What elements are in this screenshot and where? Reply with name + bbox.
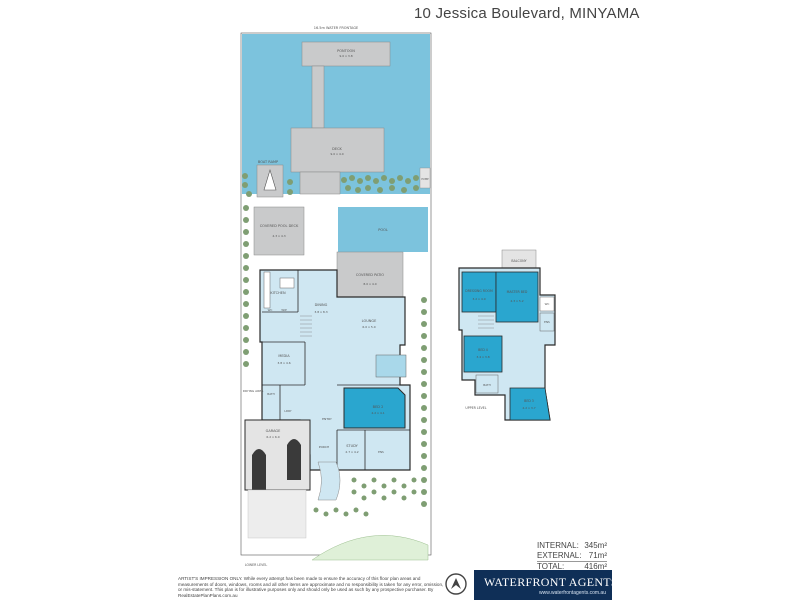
entry-label: ENTRY — [322, 417, 332, 421]
deck-label: DECK — [332, 147, 342, 151]
area-summary: INTERNAL: 345m² EXTERNAL: 71m² TOTAL: 41… — [537, 541, 607, 572]
drying-area-label: DRYING AREA — [243, 389, 264, 393]
dressing-room-label: DRESSING ROOM — [465, 289, 493, 293]
garden-trees — [243, 205, 427, 517]
covered-pool-deck — [253, 206, 305, 256]
bed-2-room — [343, 387, 406, 429]
pontoon-label: PONTOON — [337, 49, 355, 53]
bed-3-room — [509, 387, 551, 421]
driveway — [247, 489, 307, 539]
garage-label: GARAGE — [266, 429, 281, 433]
media-label: MEDIA — [278, 354, 290, 358]
porch-label: PORCH — [319, 445, 329, 449]
pool-label: POOL — [378, 228, 388, 232]
dining-dims: 3.8 x 8.3 — [314, 310, 327, 314]
north-arrow-icon — [445, 573, 467, 595]
upper-stairs — [478, 315, 494, 329]
covered-patio-label: COVERED PATIO — [356, 273, 384, 277]
dressing-room-dims: 3.2 x 4.9 — [472, 297, 485, 301]
boat-icon — [263, 168, 277, 191]
laundry-label: LDRY — [284, 409, 291, 413]
ens-upper — [539, 312, 555, 332]
deck-dims: 9.0 x 4.0 — [330, 152, 343, 156]
total-area-value: 416m² — [584, 562, 607, 571]
external-area-value: 71m² — [588, 551, 607, 560]
kitchen-bench — [263, 271, 271, 309]
car-icon — [252, 449, 266, 490]
bed-4-label: BED 4 — [478, 348, 488, 352]
master-bed-room — [495, 271, 539, 323]
kitchen-island — [279, 277, 295, 289]
pontoon — [301, 41, 391, 67]
agency-url: www.waterfrontagents.com.au — [539, 590, 606, 596]
media-dims: 3.8 x 4.6 — [277, 361, 290, 365]
courtyard-pond — [375, 354, 407, 378]
ens-lower-label: ENS — [378, 450, 384, 454]
covered-pool-deck-dims: 4.3 x 4.3 — [272, 234, 285, 238]
external-area-label: EXTERNAL: — [537, 551, 582, 560]
deck — [290, 127, 385, 173]
master-bed-dims: 4.3 x 5.2 — [510, 299, 523, 303]
balcony-label: BALCONY — [511, 259, 526, 263]
deck-steps — [299, 171, 341, 195]
bath-upper — [475, 374, 499, 394]
interior-walls — [262, 270, 410, 470]
dining-label: DINING — [315, 303, 328, 307]
bed-4-dims: 3.4 x 3.8 — [476, 355, 489, 359]
wc-upper — [539, 296, 555, 312]
wc-label: WC — [268, 308, 273, 312]
master-bed-label: MASTER BED — [507, 290, 528, 294]
lower-stairs — [300, 315, 312, 337]
bed-3-label: BED 3 — [524, 399, 534, 403]
total-area-label: TOTAL: — [537, 562, 565, 571]
pump-label: PUMP — [421, 177, 429, 181]
covered-pool-deck-label: COVERED POOL DECK — [260, 224, 299, 228]
bed-3-dims: 4.2 x 3.7 — [522, 406, 535, 410]
ens-upper-label: ENS — [544, 320, 550, 324]
entry-path — [317, 461, 341, 501]
kitchen-label: KITCHEN — [270, 291, 286, 295]
agency-logo: WATERFRONT AGENTS www.waterfrontagents.c… — [474, 570, 618, 600]
internal-area-label: INTERNAL: — [537, 541, 579, 550]
bath-upper-label: BATH — [483, 383, 490, 387]
water-frontage-label: 16.5m WATER FRONTAGE — [314, 26, 359, 30]
wip-label: WIP — [281, 308, 287, 312]
lounge-label: LOUNGE — [362, 319, 377, 323]
bed-2-dims: 4.2 x 4.1 — [371, 411, 384, 415]
pump-area — [419, 167, 431, 189]
wc-upper-label: WC — [545, 302, 550, 306]
lounge-dims: 6.0 x 5.0 — [362, 325, 375, 329]
bath-lower-label: BATH — [267, 392, 274, 396]
covered-patio — [336, 251, 404, 298]
study-dims: 2.7 x 4.2 — [345, 450, 358, 454]
garage-dims: 6.2 x 6.0 — [266, 435, 279, 439]
disclaimer-text: ARTIST'S IMPRESSION ONLY. While every at… — [178, 576, 444, 598]
pontoon-dims: 9.0 x 3.8 — [339, 54, 352, 58]
upper-level-label: UPPER LEVEL — [465, 406, 486, 410]
pool — [338, 207, 428, 252]
front-lawn — [311, 535, 429, 561]
car-icon — [287, 439, 301, 480]
agency-name: WATERFRONT AGENTS — [484, 575, 618, 589]
lower-level-label: LOWER LEVEL — [245, 563, 268, 567]
boat-ramp-label: BOAT RAMP — [258, 160, 278, 164]
bed-4-room — [463, 335, 503, 373]
dressing-room — [461, 271, 497, 313]
covered-patio-dims: 8.0 x 4.0 — [363, 282, 376, 286]
study-label: STUDY — [346, 444, 358, 448]
total-area-row: TOTAL: 416m² — [537, 561, 607, 572]
waterfront-trees — [242, 173, 419, 197]
page-title: 10 Jessica Boulevard, MINYAMA — [414, 5, 640, 22]
gangway — [311, 65, 325, 129]
external-area-row: EXTERNAL: 71m² — [537, 551, 607, 561]
internal-area-row: INTERNAL: 345m² — [537, 541, 607, 551]
internal-area-value: 345m² — [584, 541, 607, 550]
bed-2-label: BED 2 — [373, 405, 384, 409]
